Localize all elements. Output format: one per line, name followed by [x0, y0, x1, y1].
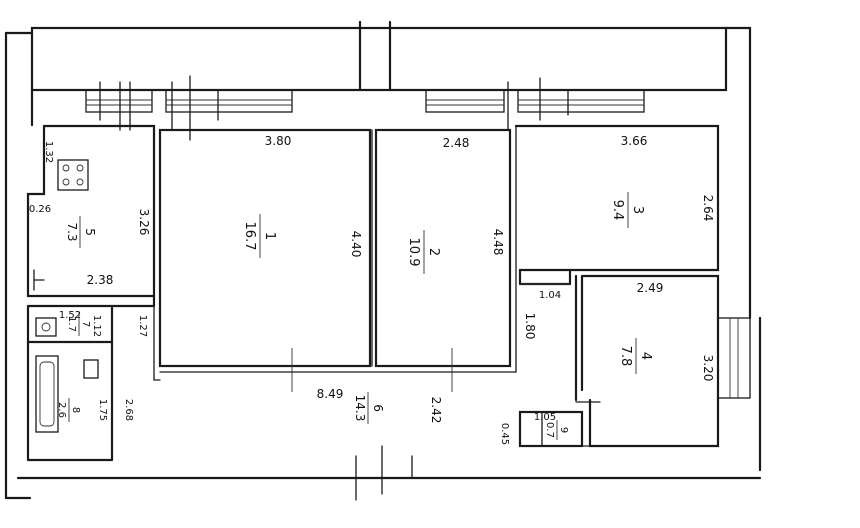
- outer-walls: [4, 20, 762, 501]
- dimension-labels: 3.80 2.48 3.66 2.64 4.40 4.48 3.26 2.38 …: [29, 134, 715, 445]
- dimension-ticks: [291, 283, 570, 392]
- dim-label: 3.20: [701, 355, 715, 382]
- dim-label: 2.48: [443, 136, 470, 150]
- svg-text:7: 7: [80, 321, 91, 327]
- room-5-label: 5 7.3: [65, 216, 97, 248]
- dim-label: 3.80: [265, 134, 292, 148]
- svg-text:0.7: 0.7: [544, 422, 555, 438]
- dim-label: 1.80: [523, 313, 537, 340]
- toilet-icon: [83, 359, 99, 379]
- room-4-walls: [574, 274, 720, 448]
- dim-label: 8.49: [317, 387, 344, 401]
- fixtures: [35, 159, 99, 433]
- room-4-label: 4 7.8: [618, 338, 653, 374]
- room-6-label: 6 14.3: [353, 392, 385, 424]
- dim-label: 1.27: [137, 315, 148, 337]
- dim-label: 3.66: [621, 134, 648, 148]
- hall-walls: [518, 268, 572, 286]
- window-5: [717, 317, 751, 399]
- svg-text:2.6: 2.6: [56, 402, 67, 418]
- wc-walls: [26, 294, 156, 462]
- svg-text:3: 3: [630, 206, 645, 214]
- dim-label: 1.04: [539, 290, 561, 301]
- svg-text:10.9: 10.9: [406, 238, 421, 267]
- stove-icon: [57, 159, 89, 191]
- svg-text:5: 5: [83, 228, 97, 236]
- sink-icon: [35, 317, 57, 337]
- balcony-frame: [30, 26, 728, 92]
- dim-label: 1.75: [97, 399, 108, 421]
- dim-label: 2.42: [429, 397, 443, 424]
- room-8-label: 8 2.6: [56, 398, 81, 422]
- dim-label: 1.05: [534, 412, 556, 423]
- room-labels: 1 16.7 2 10.9 3 9.4 4 7.8 5 7.3 6 14.3: [56, 192, 653, 440]
- room-1-label: 1 16.7: [242, 214, 277, 258]
- window-3: [425, 81, 509, 131]
- svg-text:1.7: 1.7: [66, 316, 77, 332]
- dim-label: 1.52: [59, 310, 81, 321]
- dim-label: 1.12: [91, 315, 102, 337]
- dim-label: 3.26: [137, 209, 151, 236]
- dim-label: 0.45: [499, 423, 510, 445]
- dim-label: 2.49: [637, 281, 664, 295]
- svg-text:14.3: 14.3: [353, 395, 367, 422]
- svg-text:7.8: 7.8: [618, 346, 633, 367]
- room-3-walls: [514, 124, 720, 272]
- window-4: [517, 77, 645, 121]
- bathtub-icon: [35, 355, 59, 433]
- svg-text:9.4: 9.4: [610, 200, 625, 221]
- svg-text:4: 4: [638, 352, 653, 360]
- svg-text:16.7: 16.7: [242, 222, 257, 251]
- dim-label: 4.48: [491, 229, 505, 256]
- room-7-label: 7 1.7: [66, 312, 91, 336]
- dim-label: 4.40: [349, 231, 363, 258]
- dim-label: 2.68: [123, 399, 134, 421]
- dim-label: 2.64: [701, 195, 715, 222]
- svg-text:6: 6: [371, 404, 385, 412]
- room-2-label: 2 10.9: [406, 230, 441, 274]
- interior-walls: [26, 124, 720, 462]
- svg-text:1: 1: [262, 232, 277, 240]
- svg-text:9: 9: [558, 427, 569, 433]
- room-2-walls: [374, 128, 512, 368]
- svg-text:8: 8: [70, 407, 81, 413]
- dim-label: 1.32: [43, 141, 54, 163]
- room-1-walls: [158, 128, 372, 368]
- svg-text:2: 2: [426, 248, 441, 256]
- room-3-label: 3 9.4: [610, 192, 645, 228]
- dim-label: 0.26: [29, 204, 51, 215]
- svg-text:7.3: 7.3: [65, 222, 79, 241]
- window-1: [85, 81, 153, 131]
- room-9-label: 9 0.7: [544, 420, 569, 440]
- dim-label: 2.38: [87, 273, 114, 287]
